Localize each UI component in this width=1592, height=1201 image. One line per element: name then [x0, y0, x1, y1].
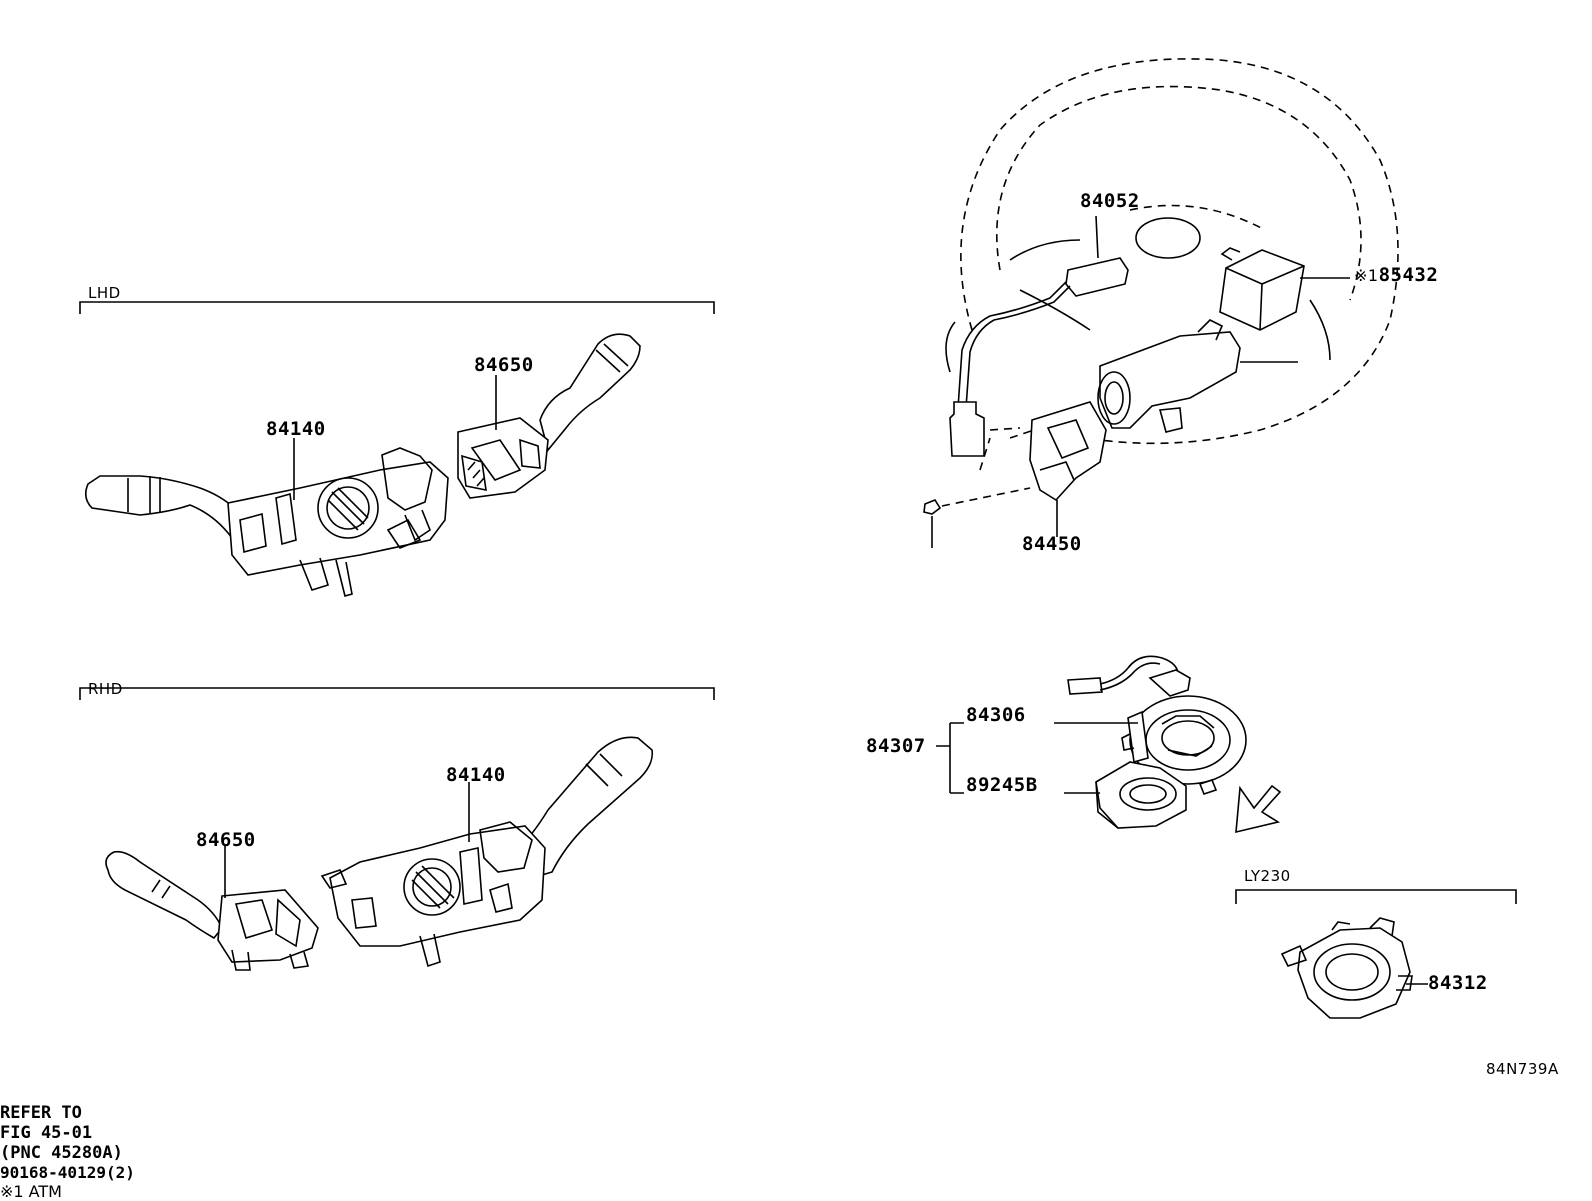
spiral-cable-84306 — [1067, 655, 1247, 795]
note-mark: ※1 — [1354, 266, 1379, 285]
part-number-85432-row: ※185432 — [1354, 264, 1438, 286]
rhd-wiper-switch-84650 — [105, 850, 319, 971]
section-label-ly230: LY230 — [1244, 867, 1291, 885]
ly230-bracket — [1235, 889, 1517, 904]
direction-arrow — [1235, 784, 1282, 834]
part-number-84312: 84312 — [1428, 972, 1488, 994]
sensor-84052 — [949, 257, 1129, 471]
refer-line-1: REFER TO — [0, 1103, 82, 1123]
diagram-drawing — [79, 58, 1517, 1019]
part-number-84450: 84450 — [1022, 533, 1082, 555]
spiral-cable-84312 — [1280, 917, 1413, 1019]
bolt-90168 — [923, 487, 1031, 515]
part-number-85432: 85432 — [1378, 264, 1439, 286]
lhd-bracket — [79, 301, 715, 314]
refer-line-3: (PNC 45280A) — [0, 1143, 123, 1163]
part-number-89245b: 89245B — [966, 774, 1038, 796]
part-number-lhd-84140: 84140 — [266, 418, 326, 440]
refer-line-2: FIG 45-01 — [0, 1123, 93, 1143]
part-number-84052: 84052 — [1080, 190, 1140, 212]
section-label-rhd: RHD — [88, 680, 123, 698]
bracket-84450 — [1009, 401, 1107, 502]
lhd-combination-switch-84140 — [84, 447, 449, 597]
rhd-combination-switch-84140 — [320, 736, 654, 968]
leader-84307 — [936, 722, 1138, 794]
parts-diagram: LHD RHD LY230 84140 84650 84140 84650 84… — [0, 58, 1559, 1201]
part-number-rhd-84650: 84650 — [196, 829, 256, 851]
rhd-bracket — [79, 687, 715, 700]
leader-84052 — [1095, 215, 1099, 259]
figure-code: 84N739A — [1486, 1060, 1559, 1078]
column-lock-housing — [1097, 319, 1241, 433]
part-number-84306: 84306 — [966, 704, 1026, 726]
sensor-89245b — [1095, 761, 1187, 829]
part-number-84307: 84307 — [866, 735, 926, 757]
footnote-atm: ※1 ATM — [0, 1182, 62, 1201]
steering-wheel-outline — [945, 58, 1399, 445]
part-number-rhd-84140: 84140 — [446, 764, 506, 786]
section-label-lhd: LHD — [88, 284, 121, 302]
part-number-90168: 90168-40129(2) — [0, 1163, 135, 1182]
switch-85432 — [1219, 247, 1305, 331]
lhd-wiper-switch-84650 — [457, 333, 641, 499]
part-number-lhd-84650: 84650 — [474, 354, 534, 376]
